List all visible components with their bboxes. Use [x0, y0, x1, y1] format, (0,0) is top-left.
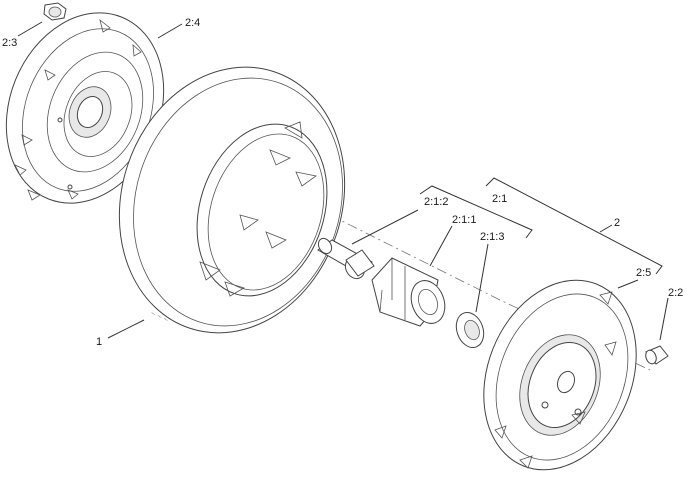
leader-2-5 — [617, 279, 639, 289]
leader-2 — [599, 224, 613, 233]
leader-2-3 — [17, 21, 43, 37]
leader-2-2 — [659, 297, 669, 341]
callout-2-5: 2:5 — [636, 267, 651, 279]
part-nut-2-3 — [43, 2, 67, 21]
callout-2-1-2: 2:1:2 — [424, 196, 448, 208]
part-bolt-2-2 — [645, 345, 669, 365]
callout-2-1: 2:1 — [492, 193, 507, 205]
part-gear-hub-cover-2-5 — [483, 279, 637, 471]
leader-2-1-2 — [351, 209, 419, 245]
callout-2-2: 2:2 — [668, 287, 683, 299]
part-tire-1: ~ ~ ~ — [118, 66, 346, 334]
callout-2-3: 2:3 — [2, 37, 17, 49]
callout-2-1-1: 2:1:1 — [452, 214, 476, 226]
bracket-2-1 — [419, 185, 533, 239]
bracket-2 — [485, 177, 663, 275]
leader-2-1-3 — [475, 243, 489, 313]
part-bearing-2-1-3 — [455, 312, 485, 348]
callout-2-4: 2:4 — [185, 17, 200, 29]
part-hub-cover-2-4 — [5, 12, 165, 204]
leader-1 — [107, 319, 145, 339]
callout-2-1-3: 2:1:3 — [480, 231, 504, 243]
leader-2-1-1 — [429, 225, 453, 267]
callout-1: 1 — [96, 336, 102, 348]
leader-2-4 — [157, 23, 183, 39]
part-bushing-2-1-2 — [317, 237, 375, 280]
callout-2: 2 — [614, 217, 620, 229]
leader-lines — [17, 21, 669, 341]
part-hub-sleeve-2-1-1 — [371, 257, 446, 327]
